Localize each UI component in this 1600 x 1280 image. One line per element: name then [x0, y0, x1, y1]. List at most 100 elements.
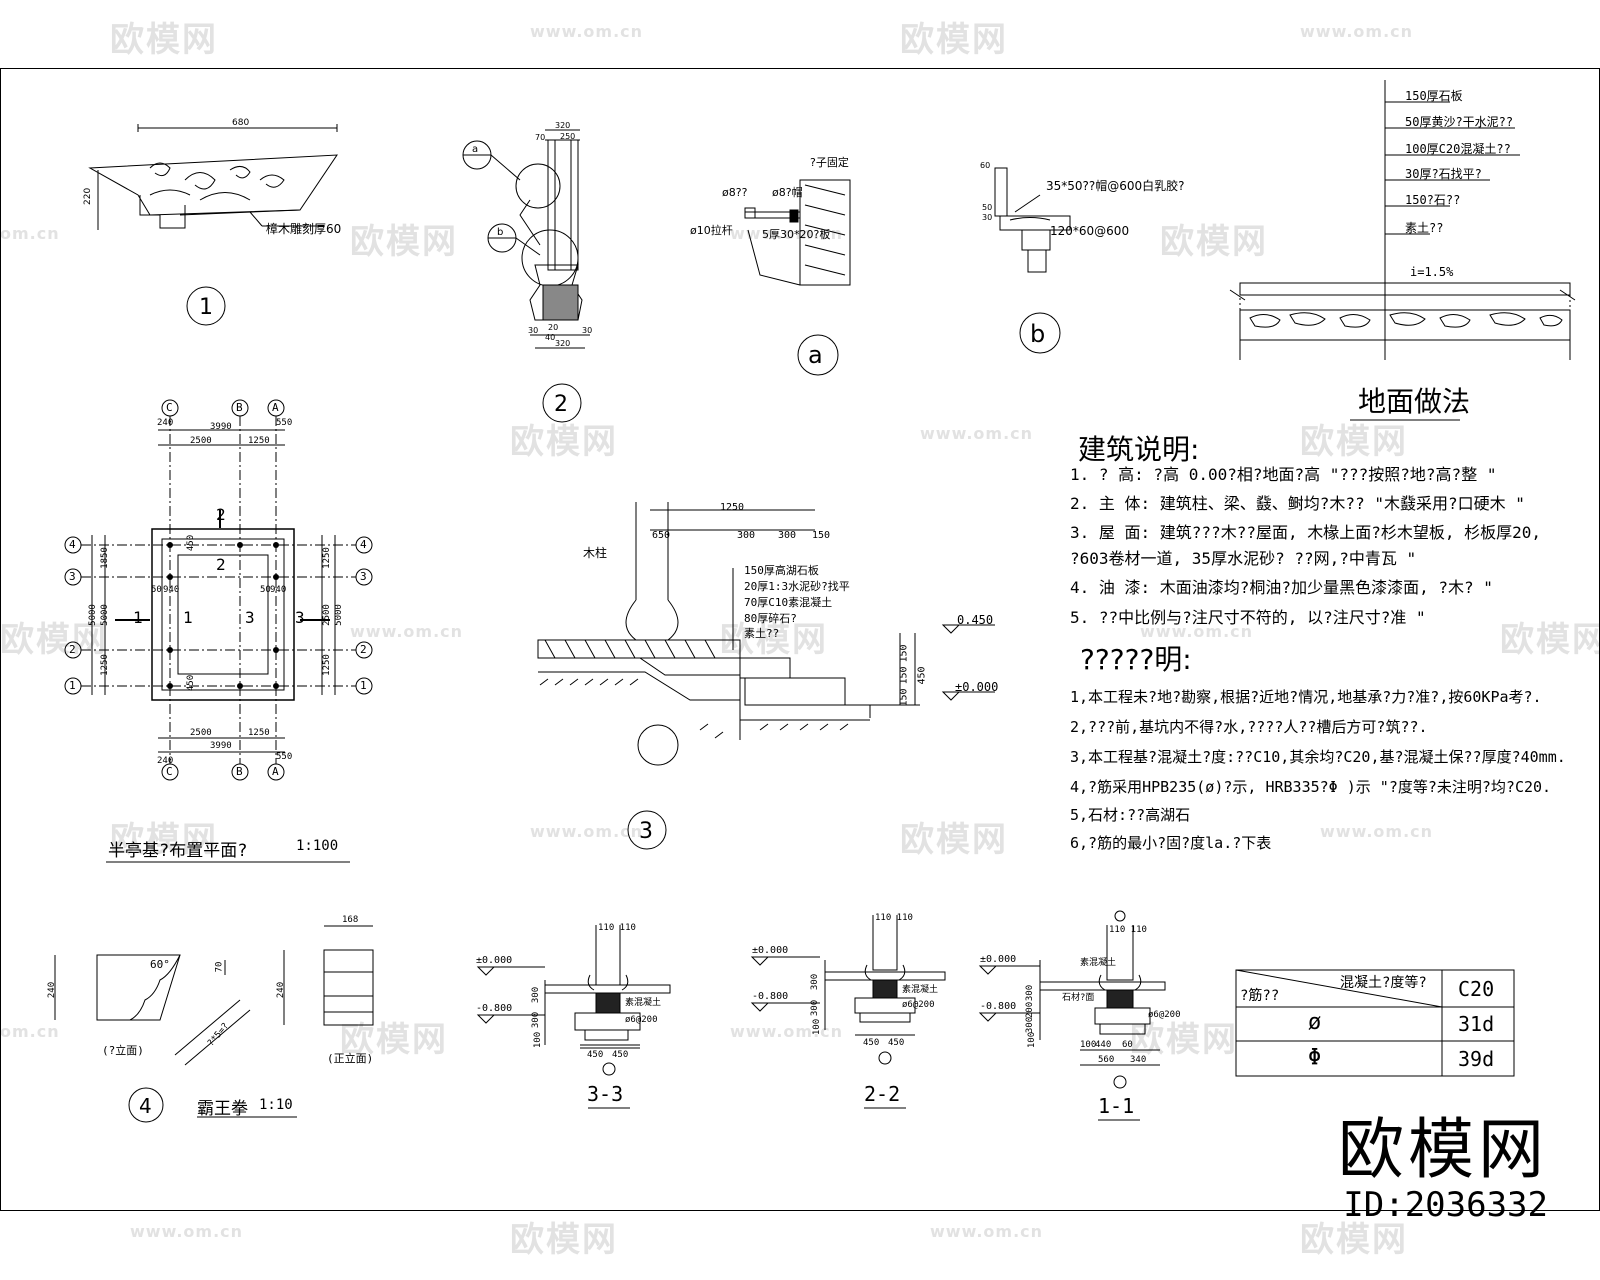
- section-label: 2: [216, 505, 226, 524]
- detail-b: 35*50??帽@600白乳胶? 120*60@600 60 50 30 b: [980, 161, 1185, 354]
- plan-dim: 1850: [99, 547, 110, 569]
- d4-angle: 60°: [150, 958, 170, 971]
- floor-title: 地面做法: [1358, 385, 1471, 418]
- arch-note-line: 3. 屋 面: 建筑???木??屋面, 木椽上面?杉木望板, 杉板厚20,: [1070, 523, 1542, 542]
- floor-slope: i=1.5%: [1410, 265, 1454, 279]
- d3-dim: 150: [812, 530, 831, 541]
- s11-bot: 440: [1095, 1040, 1112, 1050]
- s22-dim: 300: [810, 973, 821, 991]
- s11-bot: 340: [1130, 1055, 1147, 1065]
- plan-dim: 1250: [321, 654, 332, 676]
- axis-label: 4: [360, 538, 367, 551]
- d4-right-caption: (正立面): [327, 1052, 374, 1065]
- axis-label: 1: [69, 679, 76, 692]
- section-label: 2: [216, 555, 226, 574]
- s22-e1: -0.800: [752, 991, 789, 1002]
- watermark-url: www.om.cn: [730, 224, 844, 243]
- s33-e1: -0.800: [476, 1003, 513, 1014]
- struct-note-line: 1,本工程未?地?勘察,根据?近地?情况,地基承?力?准?,按60KPa考?.: [1070, 688, 1542, 706]
- brand-block: 欧模网 ID:2036332: [1338, 1115, 1548, 1226]
- table-header-rebar: ?筋??: [1240, 988, 1280, 1004]
- detail-mark-4: 4: [139, 1094, 152, 1118]
- detail-mark-a: a: [808, 341, 823, 369]
- s11-concrete: 素混凝土: [1080, 958, 1117, 968]
- axis-label: B: [236, 401, 243, 414]
- s22-bot: 450: [863, 1038, 880, 1048]
- d4-dim: 168: [342, 915, 359, 925]
- s11-dim: 300: [1025, 1016, 1036, 1034]
- s11-e1: -0.800: [980, 1001, 1017, 1012]
- detail-3: 3: [537, 502, 995, 850]
- section-label: 1: [133, 608, 143, 627]
- carving-note: 樟木雕刻厚60: [266, 221, 341, 236]
- d4-left-caption: (?立面): [102, 1044, 144, 1057]
- label-plate: 5厚30*20?板: [762, 227, 830, 241]
- watermark-logo: 欧模网: [1500, 620, 1600, 660]
- s22-name: 2-2: [864, 1082, 901, 1106]
- detail-mark-b: b: [1030, 320, 1045, 348]
- detail-2: 320 250 70 a b 30 20 40 30 320: [462, 121, 592, 423]
- plan-dim: 240: [157, 756, 174, 766]
- s33-bars: ø6@200: [625, 1015, 658, 1025]
- struct-notes-title: ?????明:: [1080, 643, 1192, 676]
- plan-inner-dim: 940: [163, 585, 180, 595]
- watermark-logo: 欧模网: [0, 620, 108, 660]
- detail-mark-3: 3: [639, 819, 653, 844]
- watermark-logo: 欧模网: [510, 422, 618, 462]
- s11-bot: 60: [1122, 1040, 1133, 1050]
- label-nail: ?子固定: [810, 155, 849, 169]
- plan-dim: 1250: [248, 728, 270, 738]
- dim-bottom-3: 40: [545, 333, 555, 342]
- plan-dim: 2500: [321, 604, 332, 626]
- dim-width: 680: [232, 118, 249, 128]
- s33-dim: 100: [533, 1031, 544, 1049]
- plan-inner-dim: 50: [151, 585, 162, 595]
- d4-dim: 70: [214, 961, 225, 973]
- dim-height: 220: [83, 188, 93, 205]
- section-1-1: [978, 910, 1166, 1121]
- s11-name: 1-1: [1098, 1094, 1135, 1118]
- s33-name: 3-3: [587, 1082, 624, 1106]
- callout-a: a: [472, 144, 478, 155]
- s11-stone: 石材?面: [1062, 993, 1095, 1003]
- plan-dim: 1250: [99, 654, 110, 676]
- s22-top: 110 110: [875, 913, 913, 923]
- floor-construction: [1229, 80, 1576, 421]
- struct-note-line: 2,???前,基坑内不得?水,????人??槽后方可?筑??.: [1070, 718, 1428, 736]
- plan-inner-dim: 50: [260, 585, 271, 595]
- watermark-url: www.om.cn: [530, 822, 644, 841]
- plan-dim: 2500: [190, 436, 212, 446]
- watermark-logo: 欧模网: [510, 1220, 618, 1260]
- plan-dim: 3990: [210, 422, 232, 432]
- d3-vdim: 150: [898, 688, 910, 707]
- watermark-logo: 欧模网: [1300, 422, 1408, 462]
- d3-vdim: 150: [898, 644, 910, 663]
- axis-label: 2: [360, 643, 367, 656]
- d3-dim: 300: [737, 530, 756, 541]
- section-label: 1: [183, 608, 193, 627]
- d3-layer: 70厚C10素混凝土: [744, 596, 833, 609]
- arch-note-line: 5. ??中比例与?注尺寸不符的, 以?注尺寸?准 ": [1070, 608, 1426, 627]
- s22-dim: 100: [812, 1018, 823, 1036]
- d3-dim: 300: [778, 530, 797, 541]
- dim-bottom-1: 30: [528, 326, 538, 335]
- detail-4: 4: [54, 925, 374, 1123]
- s11-e0: ±0.000: [980, 954, 1017, 965]
- floor-layer: 150?石??: [1405, 193, 1461, 207]
- watermark-url: www.om.cn: [1300, 22, 1414, 41]
- watermark-url: www.om.cn: [350, 622, 464, 641]
- d3-layer: 80厚碎石?: [744, 612, 797, 625]
- watermark-logo: 欧模网: [110, 20, 218, 60]
- label-purlin: 35*50??帽@600白乳胶?: [1046, 178, 1185, 193]
- s11-dim: 300: [1025, 984, 1036, 1002]
- s11-bars: ø6@200: [1148, 1010, 1181, 1020]
- d4-dim: 240: [47, 981, 58, 999]
- axis-label: C: [166, 401, 173, 414]
- plan-dim: 5000: [333, 604, 344, 626]
- s11-bot: 560: [1098, 1055, 1115, 1065]
- watermark-logo: 欧模网: [900, 820, 1008, 860]
- watermark-url: www.om.cn: [1140, 622, 1254, 641]
- detail-mark-2: 2: [554, 392, 568, 417]
- axis-label: 1: [360, 679, 367, 692]
